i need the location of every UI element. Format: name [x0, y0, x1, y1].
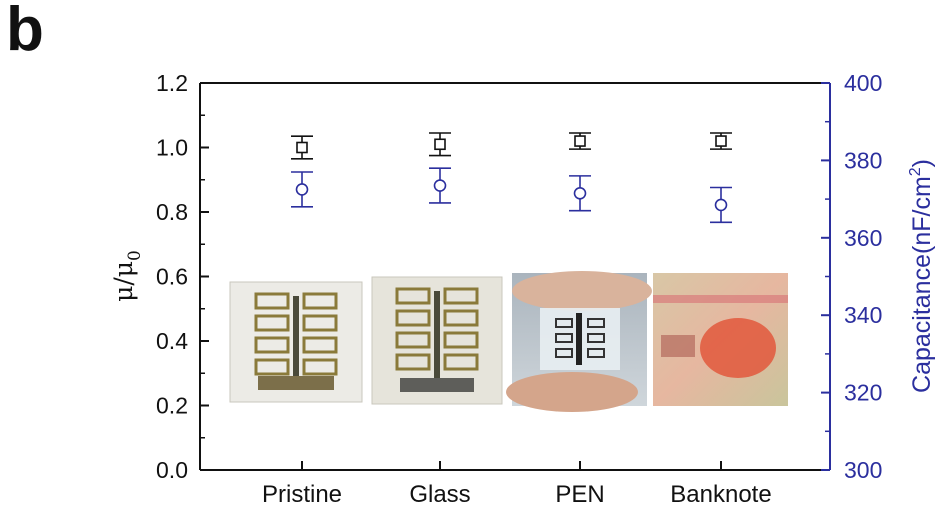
mobility-point	[291, 135, 313, 160]
electrode	[587, 348, 605, 358]
electrode	[555, 348, 573, 358]
right-tick-label: 360	[844, 225, 882, 251]
data-marks	[291, 132, 732, 224]
capacitance-point	[710, 186, 732, 224]
electrode	[395, 309, 431, 327]
glass-photo	[371, 276, 503, 405]
pen-photo	[506, 271, 652, 412]
left-tick-label: 0.4	[156, 328, 188, 354]
finger-top	[512, 271, 652, 311]
electrode	[254, 336, 290, 354]
circle-marker	[573, 186, 587, 200]
note-stripe	[653, 295, 788, 303]
gate-line	[576, 313, 582, 365]
x-tick-label: Pristine	[262, 481, 342, 508]
left-tick-label: 0.8	[156, 199, 188, 225]
finger-bottom	[506, 372, 638, 412]
left-tick-label: 0.2	[156, 393, 188, 419]
electrode	[395, 287, 431, 305]
circle-marker	[433, 179, 447, 192]
electrode	[302, 292, 338, 310]
left-tick-label: 0.6	[156, 264, 188, 290]
electrode	[443, 331, 479, 349]
electrode	[587, 333, 605, 343]
electrode	[443, 287, 479, 305]
red-device-area	[700, 318, 776, 378]
right-tick-label: 340	[844, 302, 882, 328]
electrode	[254, 292, 290, 310]
y-axis-label-left: μ/μ0	[109, 250, 145, 302]
note-numeral	[661, 335, 695, 357]
electrode	[587, 318, 605, 328]
electrode	[555, 318, 573, 328]
mobility-point	[710, 132, 732, 150]
contact-pad	[400, 378, 474, 392]
y-axis-label-right: Capacitance(nF/cm2)	[907, 159, 936, 393]
right-tick-label: 400	[844, 70, 882, 96]
banknote-photo	[653, 273, 788, 406]
capacitance-point	[429, 167, 451, 204]
square-marker	[434, 138, 446, 151]
mobility-point	[569, 132, 591, 150]
mobility-point	[429, 132, 451, 157]
capacitance-point	[291, 171, 313, 208]
left-tick-label: 1.0	[156, 135, 188, 161]
square-marker	[296, 141, 308, 154]
right-tick-label: 320	[844, 380, 882, 406]
electrode	[302, 336, 338, 354]
x-tick-label: Banknote	[670, 481, 771, 508]
x-tick-label: PEN	[555, 481, 604, 508]
electrode	[395, 331, 431, 349]
electrode	[395, 353, 431, 371]
pristine-photo	[229, 281, 363, 403]
circle-marker	[295, 183, 309, 196]
left-tick-label: 0.0	[156, 457, 188, 483]
electrode	[254, 314, 290, 332]
panel-label: b	[6, 0, 44, 64]
electrode	[254, 358, 290, 376]
axis-ticks: 0.0 0.2 0.4 0.6 0.8 1.0 1.2 300 320 340 360 380 400P…	[156, 70, 882, 508]
square-marker	[574, 135, 586, 147]
electrode	[555, 333, 573, 343]
right-tick-label: 300	[844, 457, 882, 483]
gate-line	[434, 291, 440, 378]
contact-pad	[258, 376, 334, 390]
gate-line	[293, 296, 299, 376]
square-marker	[715, 135, 727, 147]
right-tick-label: 380	[844, 147, 882, 173]
electrode	[443, 353, 479, 371]
left-tick-label: 1.2	[156, 70, 188, 96]
electrode	[302, 358, 338, 376]
circle-marker	[714, 198, 728, 212]
capacitance-point	[569, 175, 591, 212]
inset-photos	[229, 271, 788, 412]
x-tick-label: Glass	[409, 481, 470, 508]
electrode	[302, 314, 338, 332]
electrode	[443, 309, 479, 327]
